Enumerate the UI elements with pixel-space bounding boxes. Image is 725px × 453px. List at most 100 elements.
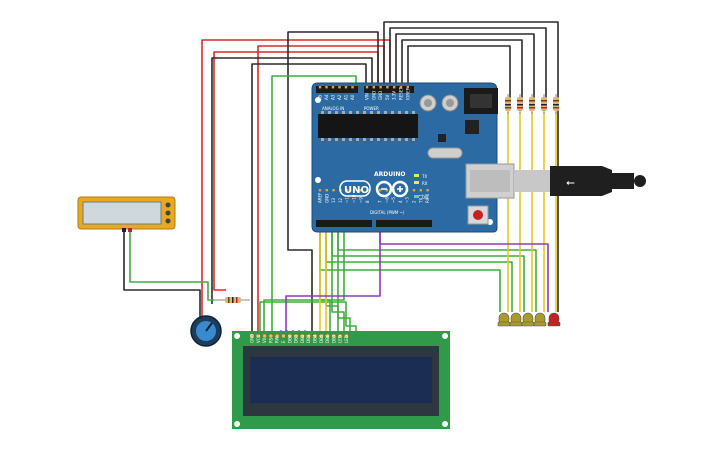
pin-label: RESET	[399, 87, 404, 100]
resistor	[553, 97, 559, 111]
header-pin	[359, 189, 362, 192]
header-pin	[393, 86, 396, 89]
lcd-pin-label: LED	[338, 335, 343, 343]
chip-leg	[398, 111, 401, 114]
led	[533, 312, 547, 327]
header-pin	[366, 189, 369, 192]
pin-label: ~9	[358, 197, 363, 203]
chip-leg	[321, 138, 324, 141]
wire-black-gnd-leds-3	[395, 33, 535, 100]
lcd-pin-label: DB7	[331, 334, 336, 343]
wire-green-d10	[331, 226, 525, 312]
wires	[123, 21, 559, 339]
lcd-pin-label: RW	[275, 336, 280, 343]
usb-plug	[550, 166, 612, 196]
pin-label: ~3	[405, 197, 410, 203]
wire-purple-d2	[379, 226, 549, 312]
chip-leg	[342, 138, 345, 141]
crystal	[427, 147, 463, 159]
uno-label: UNO	[344, 185, 369, 196]
lcd-pin-label: DB5	[319, 334, 324, 343]
chip-leg	[391, 138, 394, 141]
arduino-brand: ARDUINO	[374, 171, 405, 178]
digital-label: DIGITAL (PWM ~)	[370, 210, 405, 215]
uno-badge	[339, 180, 371, 197]
header-pin	[419, 189, 422, 192]
lcd-pin	[274, 333, 280, 339]
chip-leg	[405, 138, 408, 141]
lcd-pin	[268, 333, 274, 339]
wire-black-gnd-1	[211, 57, 373, 304]
lcd-pin	[249, 333, 255, 339]
wire-green-meter	[129, 230, 214, 301]
lcd-pin	[337, 333, 343, 339]
wire-black-gnd-leds-5	[407, 45, 511, 100]
pin-label: A3	[331, 94, 336, 100]
lcd-pin-label: V0	[262, 337, 267, 343]
multimeter-probe-red	[128, 228, 132, 232]
pin-label: RX 0	[425, 193, 430, 203]
header-digital-right	[376, 220, 432, 227]
atmega-chip	[318, 114, 418, 138]
pin-label: 8	[365, 200, 370, 203]
header-pin	[379, 86, 382, 89]
lcd-pin-label: GND	[250, 334, 255, 343]
pin-label: A1	[344, 94, 349, 100]
header-pin	[344, 86, 348, 89]
arduino-logo	[375, 180, 409, 198]
header-analog	[316, 86, 358, 93]
chip-leg	[405, 111, 408, 114]
lcd-pin	[293, 333, 299, 339]
lcd-pin	[287, 333, 293, 339]
pin-label: ~6	[384, 197, 389, 203]
header-pin	[346, 189, 349, 192]
lcd-pin	[325, 333, 330, 339]
multimeter-knob-1	[165, 202, 171, 208]
pin-label: GND	[371, 91, 376, 100]
pin-label: 2	[412, 200, 417, 203]
pin-label: A4	[324, 94, 329, 100]
header-pin	[365, 86, 369, 89]
wire-purple-lcd-rw	[285, 226, 381, 336]
header-pin	[331, 86, 335, 89]
chip-leg	[363, 138, 366, 141]
lcd-pin-label: DB2	[300, 334, 305, 343]
pin-label: IOREF	[405, 87, 410, 100]
chip-leg	[349, 138, 352, 141]
chip-leg	[412, 138, 415, 141]
header-pin	[385, 189, 388, 192]
lcd-pin	[312, 333, 318, 339]
chip-leg	[370, 138, 373, 141]
multimeter	[77, 196, 176, 232]
chip-leg	[328, 111, 331, 114]
wire-green-lcd-db4	[319, 226, 331, 336]
pin-label: A2	[337, 94, 342, 100]
header-pin	[318, 86, 322, 89]
usb-symbol-icon: ⭠	[566, 176, 575, 189]
wire-green-d12	[319, 226, 501, 312]
chip-leg	[335, 111, 338, 114]
led	[497, 312, 511, 327]
header-pin	[325, 189, 328, 192]
pin-label: 7	[378, 200, 383, 203]
chip-leg	[398, 138, 401, 141]
lcd-pin	[319, 333, 324, 339]
lcd-pin-label: DB3	[306, 334, 311, 343]
chip-leg	[356, 111, 359, 114]
header-pin	[332, 189, 335, 192]
wire-green-lcd-db7	[337, 226, 351, 336]
lcd-pin	[344, 333, 349, 339]
lcd-pin	[262, 333, 267, 339]
usb-cable: ⭠	[514, 166, 646, 196]
lcd-pin-label: DB4	[313, 334, 318, 343]
header-pin	[399, 86, 403, 89]
multimeter-display	[82, 201, 162, 225]
leds	[497, 312, 561, 327]
wire-green-d9	[337, 226, 537, 312]
pin-label: ~11	[345, 194, 350, 203]
header-pin	[372, 86, 375, 89]
header-power	[364, 86, 414, 93]
led-resistors	[505, 94, 559, 114]
